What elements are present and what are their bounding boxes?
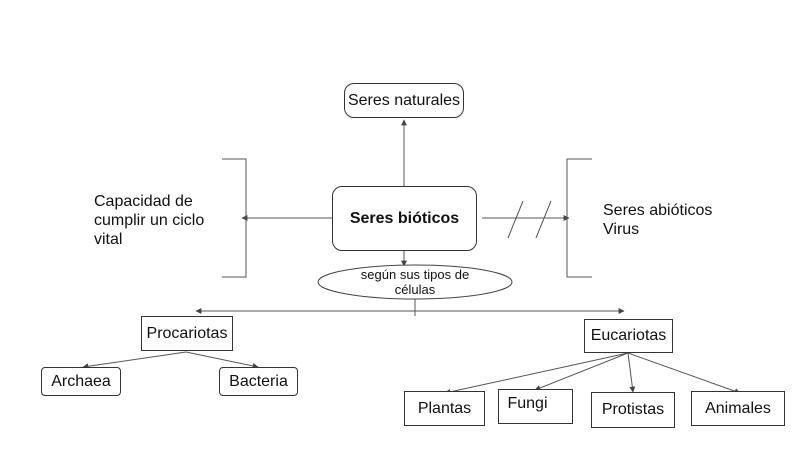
- node-seres-naturales-label: Seres naturales: [347, 91, 461, 109]
- node-eucariotas-label: Eucariotas: [590, 327, 667, 344]
- node-animales: Animales: [691, 391, 785, 426]
- left-note-line-3: vital: [94, 231, 123, 248]
- right-note-line-2: Virus: [603, 221, 640, 238]
- arrow-eucariotas-to-plantas: [444, 352, 629, 395]
- node-seres-naturales: Seres naturales: [344, 83, 464, 118]
- criterion-line-1: según sus tipos de: [360, 267, 470, 282]
- arrow-procariotas-to-bacteria: [185, 351, 259, 369]
- node-archaea: Archaea: [41, 367, 121, 396]
- node-seres-bioticos: Seres bióticos: [332, 186, 477, 251]
- node-protistas: Protistas: [591, 392, 675, 428]
- criterion-ellipse: [317, 264, 513, 300]
- node-bacteria-label: Bacteria: [229, 372, 288, 390]
- arrow-eucariotas-to-fungi: [534, 352, 629, 391]
- node-fungi: Fungi: [498, 389, 573, 424]
- right-note-line-1: Seres abióticos: [603, 202, 713, 219]
- node-fungi-label: Fungi: [507, 394, 548, 412]
- node-seres-bioticos-label: Seres bióticos: [349, 209, 460, 227]
- criterion-label: según sus tipos de células: [318, 265, 512, 299]
- left-note-line-2: cumplir un ciclo: [94, 212, 205, 229]
- right-bracket: [566, 158, 592, 278]
- node-protistas-label: Protistas: [601, 401, 665, 418]
- left-note: Capacidad de cumplir un ciclo vital: [94, 192, 204, 249]
- negation-slash-2: [535, 200, 552, 239]
- node-procariotas: Procariotas: [141, 316, 233, 351]
- left-note-line-1: Capacidad de: [94, 193, 193, 210]
- node-bacteria: Bacteria: [219, 367, 298, 396]
- node-animales-label: Animales: [705, 399, 771, 417]
- node-eucariotas: Eucariotas: [584, 319, 673, 353]
- left-bracket: [222, 158, 247, 278]
- arrow-eucariotas-to-protistas: [627, 352, 636, 393]
- node-plantas-label: Plantas: [417, 399, 472, 417]
- arrow-eucariotas-to-animales: [627, 352, 741, 395]
- node-plantas: Plantas: [404, 391, 485, 426]
- node-procariotas-label: Procariotas: [146, 324, 228, 342]
- right-note: Seres abióticos Virus: [603, 201, 712, 239]
- node-archaea-label: Archaea: [51, 372, 111, 390]
- arrow-procariotas-to-archaea: [82, 351, 187, 370]
- negation-slash-1: [507, 200, 524, 239]
- criterion-line-2: células: [394, 282, 436, 297]
